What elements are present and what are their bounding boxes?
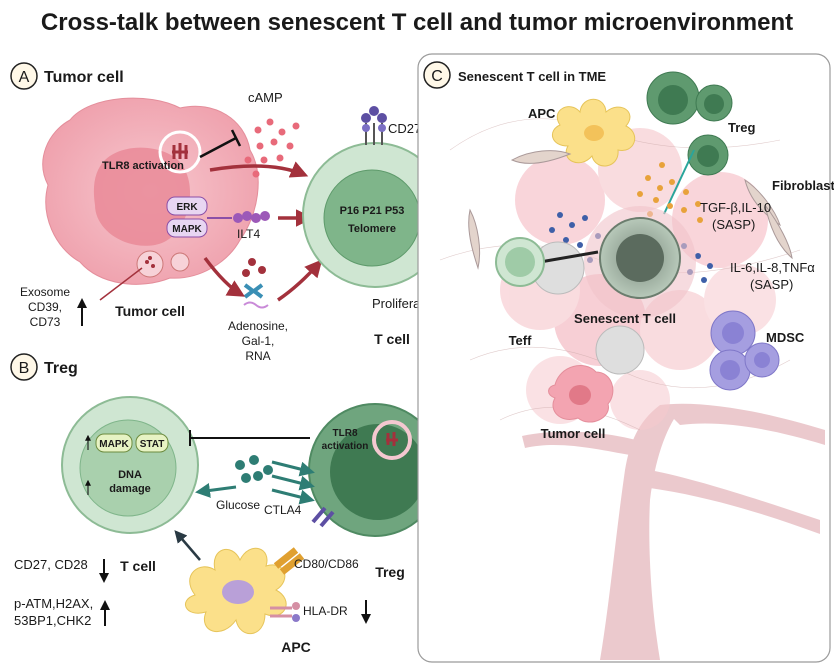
panel-c-heading: Senescent T cell in TME <box>458 69 606 84</box>
panel-a-badge-letter: A <box>19 69 30 86</box>
senescent-label: Senescent T cell <box>574 311 676 326</box>
ctla4-receptor <box>311 506 335 528</box>
il6-line-1: IL-6,IL-8,TNFα <box>730 260 815 275</box>
il6-line-2: (SASP) <box>750 277 793 292</box>
b-treg-label: Treg <box>375 564 405 580</box>
a-cd27-receptors <box>361 106 387 145</box>
glucose-dots <box>235 455 273 483</box>
camp-arrow <box>209 161 309 178</box>
adenosine-line-1: Adenosine, <box>228 319 288 333</box>
teff-label: Teff <box>509 333 533 348</box>
c-tumor-label: Tumor cell <box>541 426 606 441</box>
adenosine-line-3: RNA <box>245 349 270 363</box>
tumor-nucleus <box>93 147 191 246</box>
camp-inhibition-line <box>199 136 237 159</box>
b-tlr8-line-1: TLR8 <box>333 428 358 439</box>
ctla4-label: CTLA4 <box>264 503 302 517</box>
b-apc-label: APC <box>281 639 311 655</box>
b-mapk-label: MAPK <box>99 439 129 450</box>
adenosine-line-2: Gal-1, <box>242 334 275 348</box>
dna-line-1: DNA <box>118 469 142 481</box>
panel-b-heading: Treg <box>44 360 78 377</box>
b-cd27-label: CD27, CD28 <box>14 557 88 572</box>
patm-line-2: 53BP1,CHK2 <box>14 613 91 628</box>
dna-line-2: damage <box>109 483 151 495</box>
panel-a-badge <box>10 62 38 90</box>
camp-dots <box>244 118 300 178</box>
exosome-vesicle <box>136 250 164 278</box>
mdsc-label: MDSC <box>766 330 805 345</box>
telomere-label: Telomere <box>348 223 396 235</box>
glucose-label: Glucose <box>216 498 260 512</box>
apc-to-tcell-arrow <box>174 530 201 561</box>
cd80-receptors <box>273 547 305 575</box>
panel-c-badge-letter: C <box>431 68 443 85</box>
c-treg-label: Treg <box>728 120 756 135</box>
b-tcell-label: T cell <box>120 558 156 574</box>
ilt4-label: ILT4 <box>237 227 260 241</box>
tree-trunk <box>522 403 825 660</box>
exosome-line-3: CD73 <box>30 315 61 329</box>
a-tlr8-label: TLR8 activation <box>102 160 184 172</box>
c-apc-label: APC <box>528 106 556 121</box>
a-tumor-cell-label: Tumor cell <box>115 303 185 319</box>
b-tlr8-line-2: activation <box>322 441 369 452</box>
tgf-line-2: (SASP) <box>712 217 755 232</box>
tgf-line-1: TGF-β,IL-10 <box>700 200 771 215</box>
cd80-label: CD80/CD86 <box>294 557 359 571</box>
camp-label: cAMP <box>248 90 283 105</box>
panel-c: C Senescent T cell in TME APC Fibroblast <box>417 53 834 663</box>
patm-line-1: p-ATM,H2AX, <box>14 596 93 611</box>
b-apc-nucleus <box>222 580 254 604</box>
hladr-label: HLA-DR <box>303 604 348 618</box>
p16-label: P16 P21 P53 <box>340 205 405 217</box>
panel-b: B Treg MAPK STAT DNA damage TLR8 activat… <box>10 353 442 655</box>
panel-b-badge <box>10 353 38 381</box>
panel-b-badge-letter: B <box>19 360 30 377</box>
b-treg-nucleus <box>330 424 426 520</box>
stat-label: STAT <box>140 439 165 450</box>
exosome-line-1: Exosome <box>20 285 70 299</box>
exosome-line-2: CD39, <box>28 300 62 314</box>
ilt4-icon <box>233 211 270 223</box>
a-tcell-label: T cell <box>374 331 410 347</box>
hladr-receptor <box>270 602 300 622</box>
adenosine-molecules <box>242 258 269 309</box>
panel-a-heading: Tumor cell <box>44 69 124 86</box>
tgf-dots <box>637 162 703 223</box>
a-tcell-nucleus <box>323 169 421 267</box>
erk-label: ERK <box>176 202 198 213</box>
a-mapk-label: MAPK <box>172 224 202 235</box>
tlr8-receptor-icon <box>172 143 188 159</box>
panel-a: A Tumor cell TLR8 activation ERK MAPK cA… <box>10 62 483 363</box>
tlr8-vesicle <box>158 130 202 174</box>
stat-box <box>135 433 169 453</box>
teff-inhibition-line <box>539 250 599 264</box>
b-tlr8-vesicle <box>372 420 412 460</box>
fibroblast-label: Fibroblast <box>772 178 834 193</box>
b-mapk-box <box>95 433 133 453</box>
mapk-box <box>166 218 208 238</box>
fibroblast-cell <box>764 204 793 260</box>
panel-c-badge <box>423 61 451 89</box>
erk-box <box>166 196 208 216</box>
figure-title: Cross-talk between senescent T cell and … <box>41 9 793 36</box>
